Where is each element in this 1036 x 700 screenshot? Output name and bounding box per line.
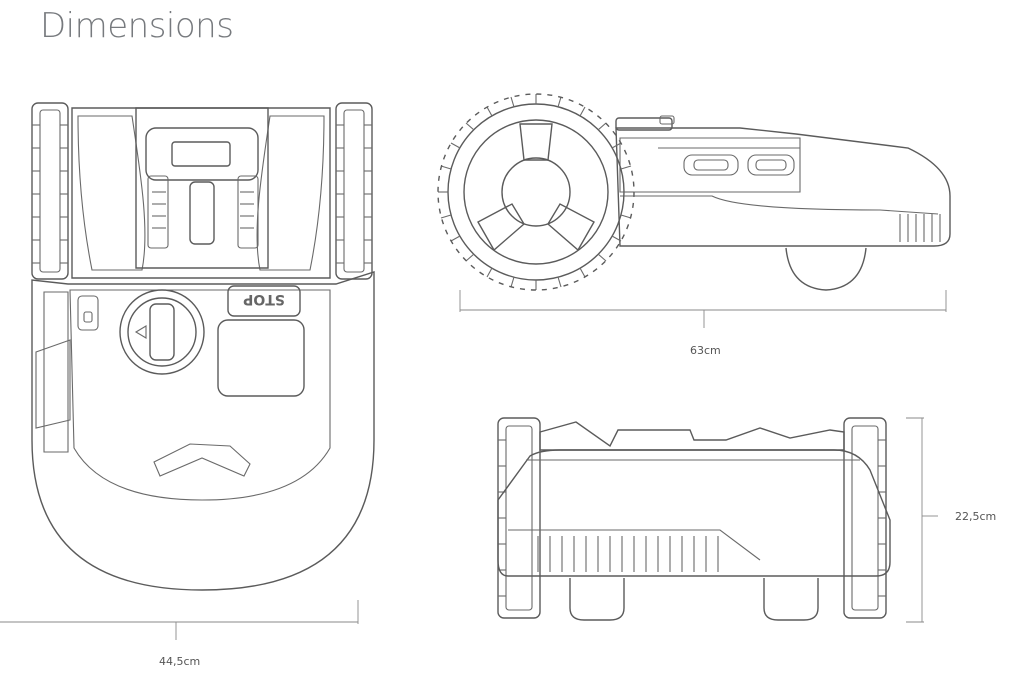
side-view-mower — [437, 93, 951, 291]
stop-label: STOP — [243, 291, 285, 307]
width-label: 44,5cm — [159, 655, 201, 668]
top-right-wheel — [335, 102, 373, 280]
tyre-treads — [438, 94, 634, 290]
side-view-length-dimension — [459, 290, 947, 328]
top-view-width-dimension — [0, 600, 359, 640]
length-label: 63cm — [690, 344, 721, 357]
front-view-mower — [497, 417, 891, 621]
top-view-mower: STOP — [31, 102, 375, 591]
height-label: 22,5cm — [955, 510, 997, 523]
front-grille — [537, 536, 719, 572]
front-view-height-dimension — [906, 417, 938, 623]
top-left-wheel — [31, 102, 69, 280]
page-title: Dimensions — [40, 6, 234, 46]
